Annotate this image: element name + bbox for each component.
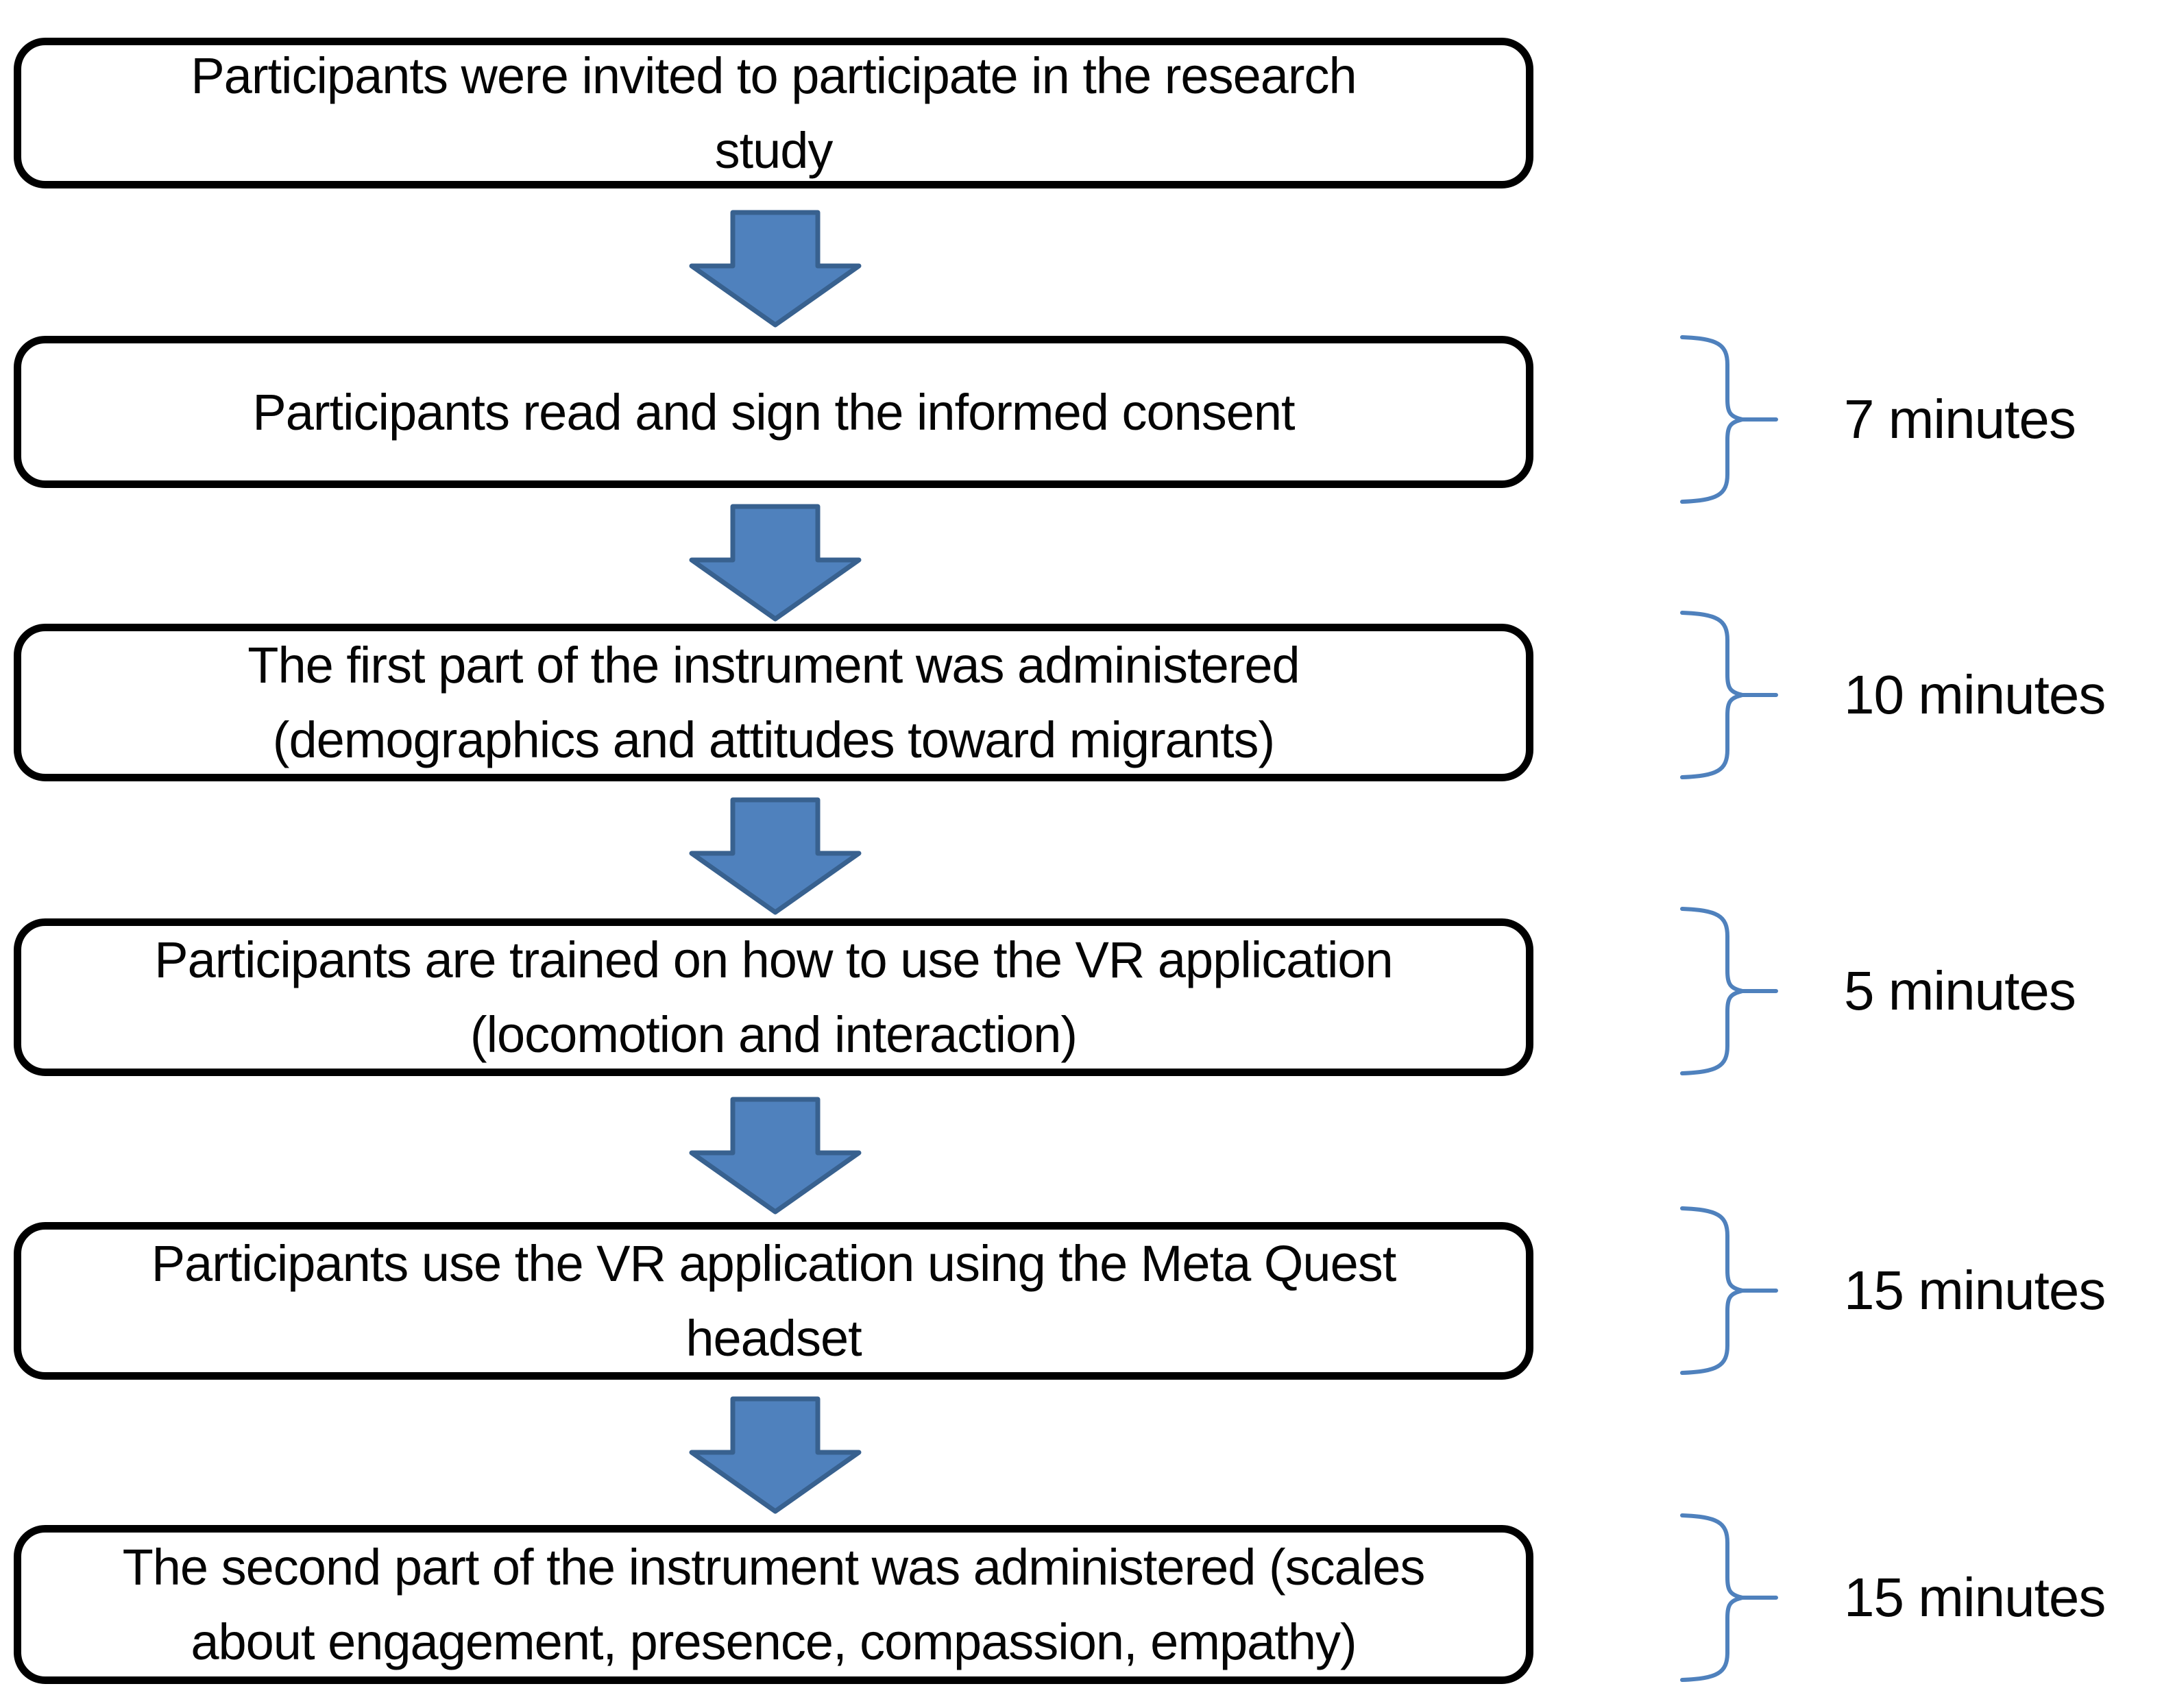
step-3-text-line: The first part of the instrument was adm… <box>247 637 1300 694</box>
down-arrow-icon <box>689 797 862 915</box>
step-4-text-line: (locomotion and interaction) <box>470 1006 1078 1063</box>
curly-brace-icon <box>1680 611 1778 779</box>
step-4-text-line: Participants are trained on how to use t… <box>154 931 1393 988</box>
duration-label: 5 minutes <box>1844 960 2076 1021</box>
step-3-box: The first part of the instrument was adm… <box>14 624 1533 781</box>
step-5-text-line: headset <box>685 1310 862 1367</box>
step-3-text-line: (demographics and attitudes toward migra… <box>272 711 1275 768</box>
duration-label: 7 minutes <box>1844 389 2076 450</box>
step-6-box: The second part of the instrument was ad… <box>14 1525 1533 1684</box>
curly-brace-icon <box>1680 907 1778 1075</box>
step-5-text-line: Participants use the VR application usin… <box>151 1235 1397 1292</box>
down-arrow-icon <box>689 504 862 622</box>
step-1-box: Participants were invited to participate… <box>14 38 1533 188</box>
down-arrow-icon <box>689 1097 862 1215</box>
down-arrow-icon <box>689 210 862 328</box>
curly-brace-icon <box>1680 335 1778 504</box>
down-arrow-icon <box>689 1396 862 1514</box>
curly-brace-icon <box>1680 1513 1778 1682</box>
step-1-text-line: Participants were invited to participate… <box>191 47 1357 104</box>
duration-label: 10 minutes <box>1844 664 2106 725</box>
duration-label: 15 minutes <box>1844 1260 2106 1321</box>
step-5-box: Participants use the VR application usin… <box>14 1222 1533 1380</box>
step-4-box: Participants are trained on how to use t… <box>14 918 1533 1076</box>
step-6-text-line: The second part of the instrument was ad… <box>122 1539 1426 1596</box>
step-2-text-line: Participants read and sign the informed … <box>252 383 1295 441</box>
duration-label: 15 minutes <box>1844 1567 2106 1628</box>
step-1-text-line: study <box>714 122 834 179</box>
step-6-text-line: about engagement, presence, compassion, … <box>191 1613 1357 1670</box>
step-2-box: Participants read and sign the informed … <box>14 336 1533 488</box>
curly-brace-icon <box>1680 1206 1778 1375</box>
